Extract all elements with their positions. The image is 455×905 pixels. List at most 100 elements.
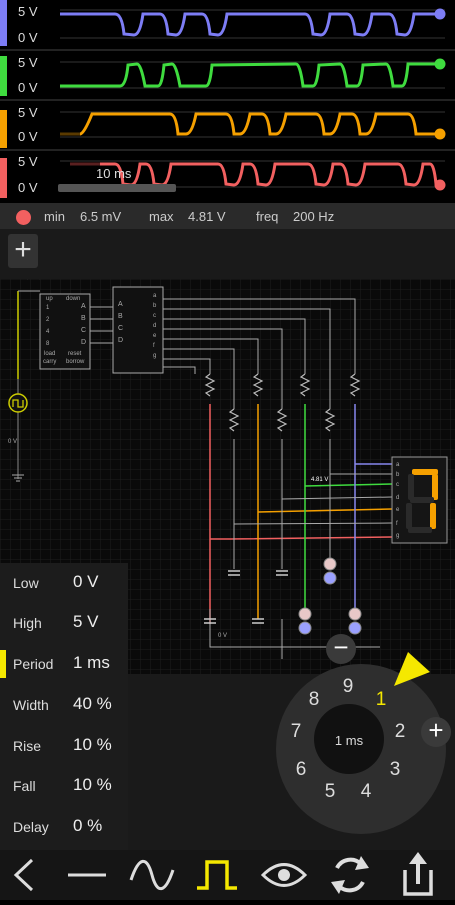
pulse-mode-button[interactable] <box>193 850 243 900</box>
decrement-button[interactable]: − <box>326 634 356 664</box>
param-rise-value: 10 % <box>73 735 112 754</box>
decoder-out-e: e <box>153 333 157 339</box>
param-high-label: High <box>13 615 42 631</box>
counter-out-d: D <box>81 339 87 346</box>
active-param-indicator <box>0 650 6 678</box>
segment-label-d: d <box>396 495 400 501</box>
channel-3-low-label: 0 V <box>18 129 38 144</box>
sine-wave-icon <box>129 859 175 891</box>
pulse-parameters-panel: Low 0 V High 5 V Period 1 ms Width 40 % … <box>0 563 128 850</box>
param-width-label: Width <box>13 697 49 713</box>
clock-ground-label: 0 V <box>8 439 18 445</box>
param-rise[interactable]: Rise 10 % <box>0 726 128 766</box>
dial-number-3[interactable]: 3 <box>389 759 401 780</box>
channel-2-high-label: 5 V <box>18 55 38 70</box>
dial-number-1[interactable]: 1 <box>375 689 387 710</box>
segment-label-c: c <box>396 482 399 488</box>
param-fall-label: Fall <box>13 778 36 794</box>
trace-channel-2 <box>60 62 440 88</box>
counter-out-b: B <box>81 315 86 322</box>
channel-2-color-bar[interactable] <box>0 56 7 96</box>
param-delay[interactable]: Delay 0 % <box>0 807 128 847</box>
channel-3-high-label: 5 V <box>18 105 38 120</box>
view-toggle-button[interactable] <box>259 850 309 900</box>
channel-4-low-label: 0 V <box>18 180 38 195</box>
dc-mode-button[interactable] <box>62 850 112 900</box>
cycle-arrows-icon <box>331 856 369 894</box>
param-high[interactable]: High 5 V <box>0 603 128 643</box>
measurement-status-bar: min 6.5 mV max 4.81 V freq 200 Hz <box>0 203 455 229</box>
counter-reset-label: reset <box>68 351 82 357</box>
decoder-out-b: b <box>153 303 157 309</box>
share-icon <box>403 852 433 896</box>
decoder-out-g: g <box>153 353 157 359</box>
pulse-wave-icon <box>197 860 237 890</box>
dial-number-8[interactable]: 8 <box>308 689 320 710</box>
counter-load-label: load <box>44 351 56 357</box>
decoder-in-b: B <box>118 313 123 320</box>
freq-label: freq <box>256 209 279 224</box>
channel-1-color-bar[interactable] <box>0 0 7 46</box>
counter-out-a: A <box>81 303 86 310</box>
increment-button[interactable]: + <box>421 717 451 747</box>
dial-number-7[interactable]: 7 <box>290 721 302 742</box>
toolbox-strip <box>0 229 455 279</box>
circuit-ground-label: 0 V <box>218 633 228 639</box>
record-indicator-icon[interactable] <box>16 210 31 225</box>
param-delay-label: Delay <box>13 819 49 835</box>
counter-carry-label: carry <box>43 359 57 365</box>
timescale-bar[interactable] <box>58 184 176 192</box>
channel-4-color-bar[interactable] <box>0 158 7 198</box>
dc-line-icon <box>68 873 106 877</box>
channel-1-high-label: 5 V <box>18 4 38 19</box>
counter-down-label: down <box>66 296 81 302</box>
dial-number-5[interactable]: 5 <box>324 781 336 802</box>
decoder-out-c: c <box>153 313 156 319</box>
oscilloscope-panel[interactable]: 5 V 0 V 5 V 0 V 5 V 0 V 5 V 0 V 10 ms <box>0 0 455 203</box>
scope-traces <box>0 8 455 191</box>
segment-label-b: b <box>396 472 400 478</box>
decoder-out-f: f <box>153 343 155 349</box>
dial-number-2[interactable]: 2 <box>394 721 406 742</box>
trace-channel-1 <box>60 12 440 37</box>
dial-number-4[interactable]: 4 <box>360 781 372 802</box>
param-period[interactable]: Period 1 ms <box>0 644 128 684</box>
param-width-value: 40 % <box>73 694 112 713</box>
min-label: min <box>44 209 65 224</box>
param-fall-value: 10 % <box>73 775 112 794</box>
reset-simulation-button[interactable] <box>325 850 375 900</box>
param-low[interactable]: Low 0 V <box>0 563 128 603</box>
channel-1-low-label: 0 V <box>18 30 38 45</box>
param-delay-value: 0 % <box>73 816 103 835</box>
dial-number-9[interactable]: 9 <box>342 676 354 697</box>
counter-in4: 4 <box>46 329 50 335</box>
segment-label-e: e <box>396 507 400 513</box>
decoder-in-a: A <box>118 301 123 308</box>
max-value: 4.81 V <box>188 209 226 224</box>
decoder-in-d: D <box>118 337 124 344</box>
share-button[interactable] <box>393 850 443 900</box>
trace-channel-4 <box>100 162 441 187</box>
param-width[interactable]: Width 40 % <box>0 685 128 725</box>
decoder-out-a: a <box>153 293 157 299</box>
sine-mode-button[interactable] <box>127 850 177 900</box>
param-low-value: 0 V <box>73 572 99 591</box>
trace-channel-1-marker <box>434 8 446 20</box>
add-component-button[interactable]: + <box>8 234 38 268</box>
trace-channel-3 <box>79 112 440 136</box>
max-label: max <box>149 209 174 224</box>
counter-borrow-label: borrow <box>66 359 85 365</box>
dial-center-disc <box>314 704 384 774</box>
freq-value: 200 Hz <box>293 209 335 224</box>
counter-up-label: up <box>46 296 53 302</box>
channel-3-color-bar[interactable] <box>0 110 7 148</box>
counter-in2: 2 <box>46 317 50 323</box>
counter-in8: 8 <box>46 341 50 347</box>
decoder-in-c: C <box>118 325 124 332</box>
param-rise-label: Rise <box>13 738 42 754</box>
back-button[interactable] <box>0 850 50 900</box>
trace-channel-4-marker <box>434 179 446 191</box>
param-fall[interactable]: Fall 10 % <box>0 766 128 806</box>
channel-2-low-label: 0 V <box>18 80 38 95</box>
dial-number-6[interactable]: 6 <box>295 759 307 780</box>
